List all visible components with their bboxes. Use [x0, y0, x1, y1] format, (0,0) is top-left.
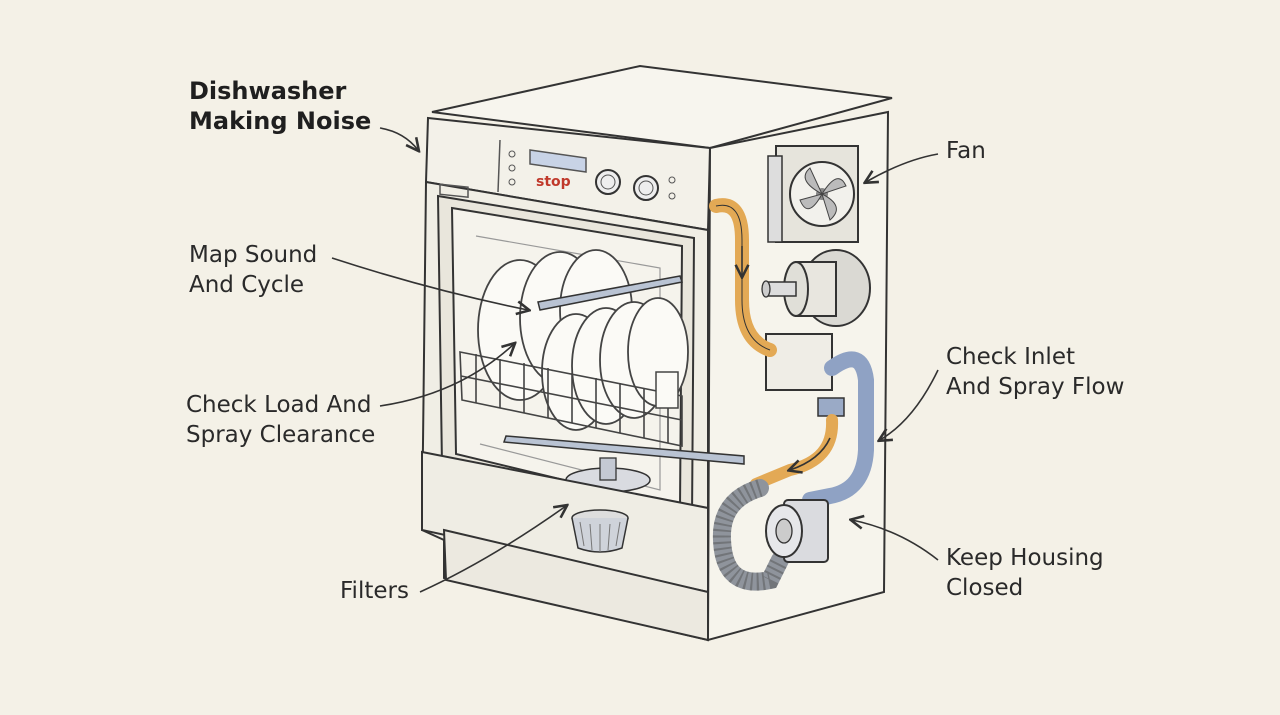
cabinet-top: [431, 64, 893, 150]
label-map-sound: Map Sound And Cycle: [189, 242, 318, 298]
leader-fan: [866, 153, 939, 182]
stop-button-text[interactable]: stop: [536, 174, 571, 190]
label-check-inlet: Check Inlet And Spray Flow: [946, 344, 1125, 400]
display-screen: [529, 149, 587, 173]
drain-pump: [765, 499, 829, 563]
filter-cartridge[interactable]: [571, 509, 629, 553]
label-keep-housing: Keep Housing Closed: [946, 545, 1104, 601]
upper-spray-arm: [537, 275, 683, 311]
knob-right[interactable]: [633, 175, 659, 201]
leader-map-sound: [331, 257, 528, 310]
leader-check-inlet: [880, 369, 939, 440]
leader-filters: [419, 506, 566, 593]
drain-hose: [802, 351, 874, 508]
leader-keep-housing: [852, 520, 939, 561]
plates: [477, 249, 689, 431]
motor: [761, 249, 871, 327]
valve-block: [765, 333, 833, 391]
fan-unit: [767, 145, 859, 243]
label-check-load: Check Load And Spray Clearance: [186, 392, 376, 448]
leader-title: [379, 127, 418, 150]
lower-spray-arm: [502, 435, 745, 465]
dish-rack: [459, 351, 683, 447]
leader-check-load: [379, 344, 514, 407]
page-title: Dishwasher Making Noise: [189, 77, 372, 135]
label-filters: Filters: [340, 578, 409, 604]
knob-left[interactable]: [595, 169, 621, 195]
label-fan: Fan: [946, 138, 986, 164]
